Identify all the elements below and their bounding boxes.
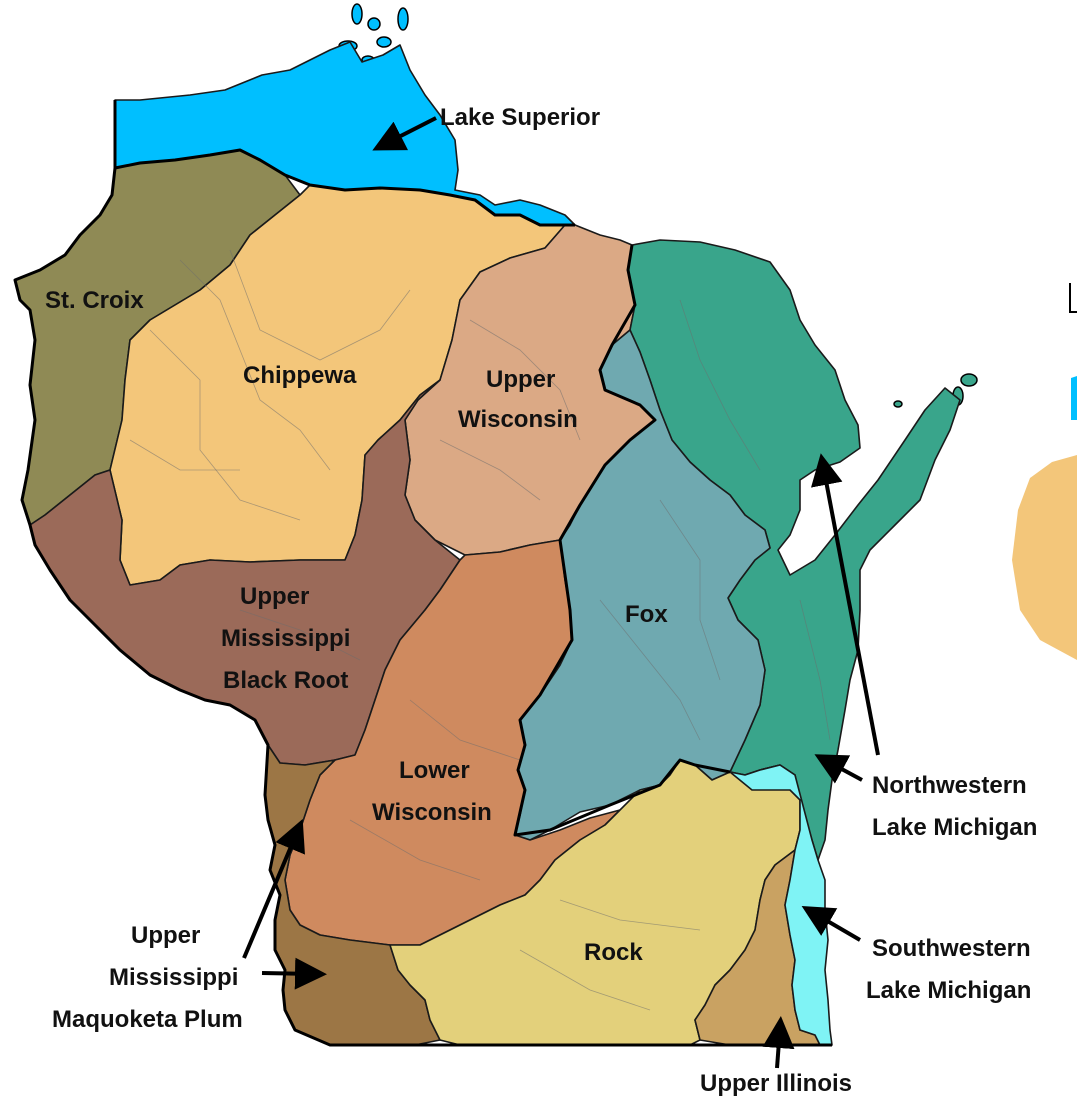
arrow-maquoketa-2 <box>261 957 327 990</box>
second-map-fragment-edge <box>1069 283 1077 313</box>
arrow-upper-illinois <box>762 1016 795 1069</box>
second-map-fragment <box>1012 455 1077 660</box>
arrow-northwestern <box>811 453 880 756</box>
label-chippewa: Chippewa <box>243 362 357 389</box>
label-maquoketa-2: Mississippi <box>109 964 238 991</box>
label-southwestern-2: Lake Michigan <box>866 977 1031 1004</box>
label-black-root-1: Upper <box>240 583 309 610</box>
sub-watershed-lines <box>129 249 831 1011</box>
label-southwestern-1: Southwestern <box>872 935 1031 962</box>
label-fox: Fox <box>625 601 668 628</box>
basin-southwestern-lake-michigan <box>729 764 833 1046</box>
label-lake-superior: Lake Superior <box>440 104 600 131</box>
label-maquoketa-1: Upper <box>131 922 200 949</box>
label-lower-wisconsin-2: Wisconsin <box>372 799 492 826</box>
state-outline <box>13 100 832 1047</box>
label-lower-wisconsin-1: Lower <box>399 757 470 784</box>
label-northwestern-2: Lake Michigan <box>872 814 1037 841</box>
fox-boundary <box>513 244 731 837</box>
superior-boundary <box>114 148 575 227</box>
arrow-maquoketa-1 <box>242 818 305 959</box>
label-st-croix: St. Croix <box>45 287 144 314</box>
label-black-root-2: Mississippi <box>221 625 350 652</box>
label-upper-wisconsin-2: Wisconsin <box>458 406 578 433</box>
arrow-southwestern <box>801 905 862 942</box>
label-northwestern-1: Northwestern <box>872 772 1027 799</box>
label-upper-illinois: Upper Illinois <box>700 1070 852 1097</box>
second-map-fragment-superior <box>1071 376 1077 420</box>
leader-arrows <box>242 116 880 1069</box>
label-rock: Rock <box>584 939 643 966</box>
label-maquoketa-3: Maquoketa Plum <box>52 1006 243 1033</box>
arrow-lake-superior <box>372 116 437 151</box>
label-black-root-3: Black Root <box>223 667 348 694</box>
arrow-northwestern-2 <box>814 754 863 784</box>
label-upper-wisconsin-1: Upper <box>486 366 555 393</box>
